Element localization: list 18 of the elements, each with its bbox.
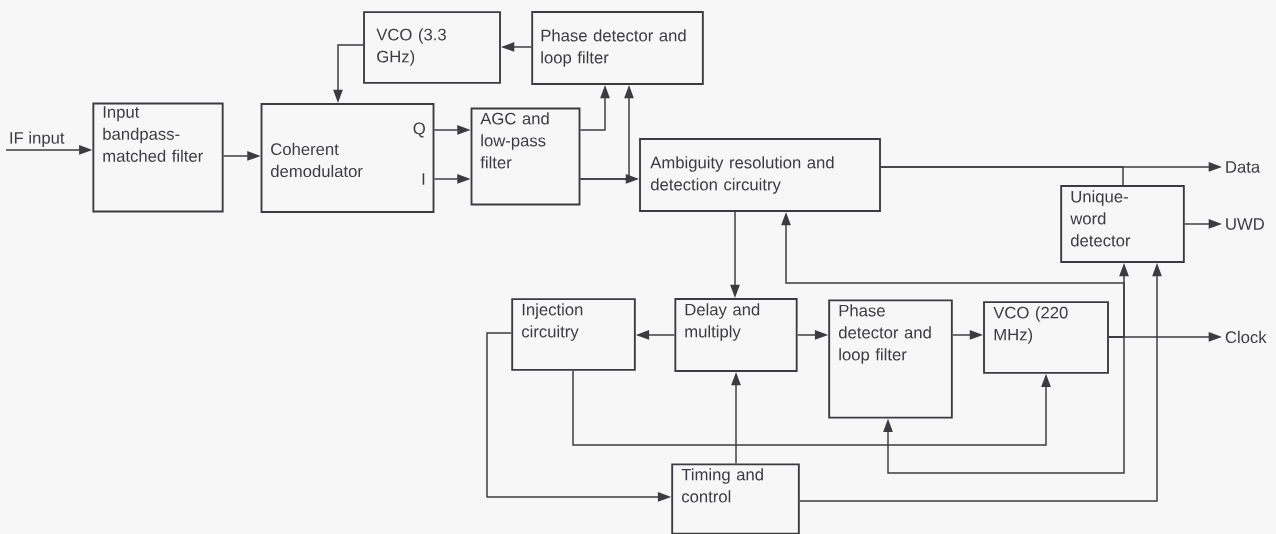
- signal-label: Clock: [1225, 330, 1267, 344]
- block-box: Phase detector and loop filter: [531, 11, 704, 85]
- arrow: [883, 336, 1125, 474]
- block-box: Injection circuitry: [511, 298, 636, 371]
- block-box: VCO (3.3 GHz): [363, 11, 501, 84]
- block-box: Delay and multiply: [674, 298, 798, 372]
- block-box: AGC and low-pass filter: [470, 107, 581, 206]
- block-box: Coherent demodulator Q I: [260, 103, 435, 213]
- signal-label: IF input: [10, 131, 65, 148]
- block-box: VCO (220 MHz): [983, 301, 1109, 374]
- block-box: Ambiguity resolution and detection circuitry: [639, 138, 881, 212]
- block-box: Timing and control: [671, 463, 800, 534]
- signal-label: Data: [1226, 161, 1261, 173]
- signal-label: UWD: [1226, 218, 1264, 230]
- block-box: Unique-word detector: [1060, 185, 1185, 263]
- block-box: Phase detector and loop filter: [828, 299, 953, 419]
- block-box: Input bandpass-matched filter: [92, 102, 224, 213]
- arrow: [572, 370, 1051, 446]
